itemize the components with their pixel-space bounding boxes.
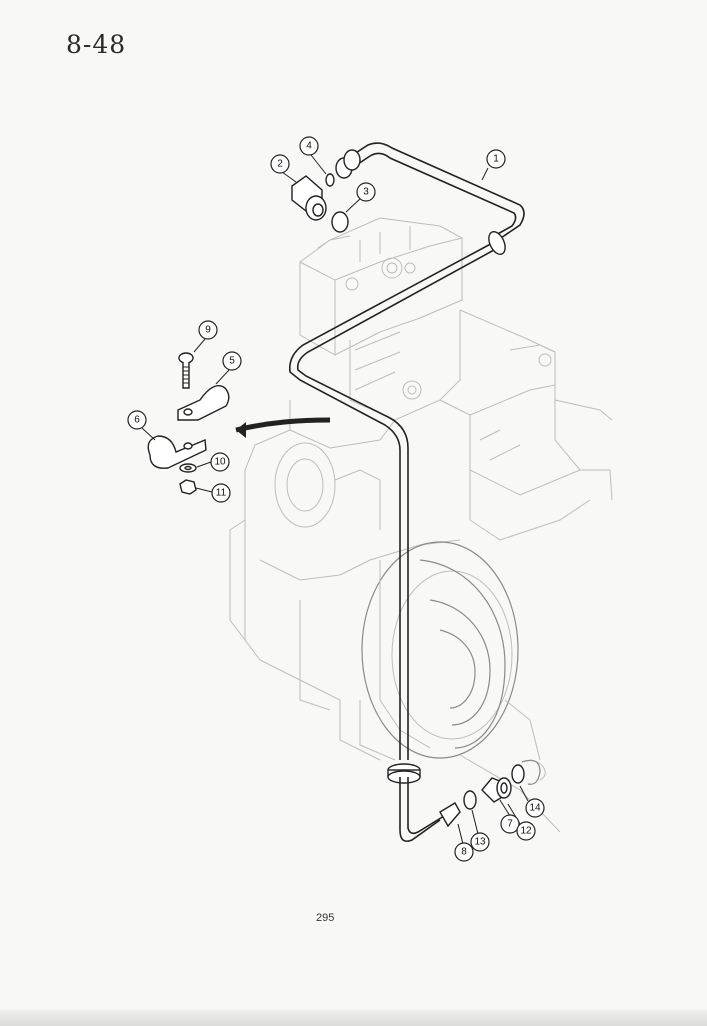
pipe-assembly <box>288 142 525 843</box>
svg-text:14: 14 <box>529 803 541 814</box>
callout-11: 11 <box>211 483 231 503</box>
callout-2: 2 <box>270 154 290 174</box>
svg-text:12: 12 <box>520 826 532 837</box>
svg-text:5: 5 <box>229 356 235 367</box>
callout-14: 14 <box>525 798 545 818</box>
callout-6: 6 <box>127 410 147 430</box>
page-number: 295 <box>316 912 335 924</box>
svg-text:7: 7 <box>507 819 513 830</box>
callout-9: 9 <box>198 320 218 340</box>
callout-10: 10 <box>210 452 230 472</box>
svg-text:9: 9 <box>205 325 211 336</box>
callout-8: 8 <box>454 842 474 862</box>
callout-4: 4 <box>299 136 319 156</box>
callout-13: 13 <box>470 832 490 852</box>
svg-text:2: 2 <box>277 159 283 170</box>
callout-5: 5 <box>222 351 242 371</box>
clamp-parts <box>147 352 331 495</box>
upper-fittings <box>291 173 349 233</box>
svg-text:6: 6 <box>134 415 140 426</box>
callout-7: 7 <box>500 814 520 834</box>
svg-text:4: 4 <box>306 141 312 152</box>
svg-text:13: 13 <box>474 837 486 848</box>
svg-text:3: 3 <box>363 187 369 198</box>
background-machinery <box>229 217 613 833</box>
section-number: 8-48 <box>66 30 127 59</box>
callout-12: 12 <box>516 821 536 841</box>
callout-1: 1 <box>486 149 506 169</box>
svg-text:1: 1 <box>493 154 499 165</box>
callout-3: 3 <box>356 182 376 202</box>
lower-fittings <box>463 759 541 810</box>
svg-text:8: 8 <box>461 847 467 858</box>
svg-text:10: 10 <box>214 457 226 468</box>
svg-text:11: 11 <box>216 488 227 499</box>
scan-bottom-edge <box>0 1010 707 1026</box>
